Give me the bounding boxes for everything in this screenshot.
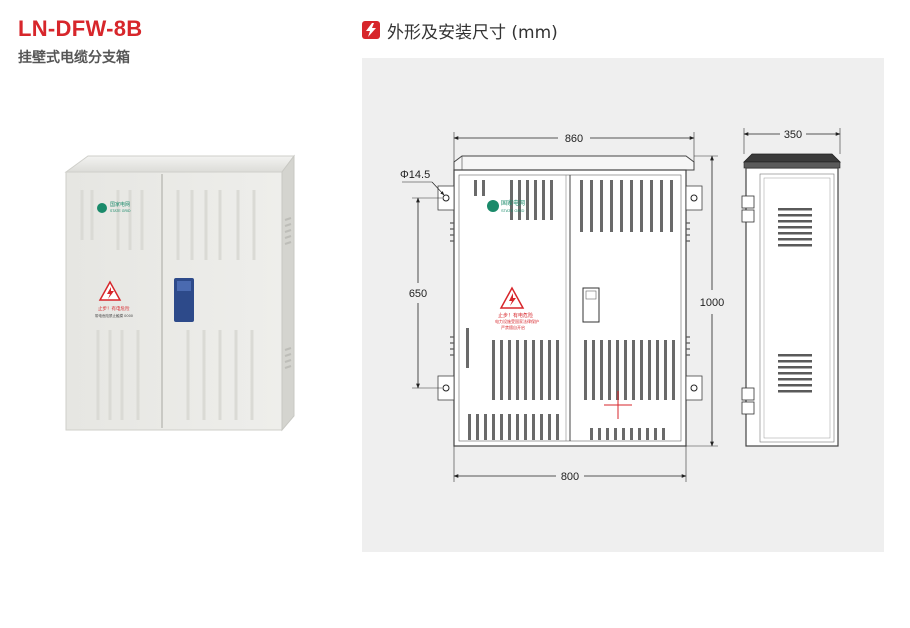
dim-depth: 350 [784, 129, 802, 141]
svg-text:国家电网: 国家电网 [110, 201, 130, 208]
front-logo-sub: STATE GRID [501, 208, 525, 213]
front-logo-text: 国家电网 [501, 199, 525, 207]
lightning-icon [362, 21, 380, 39]
model-title: LN-DFW-8B [18, 16, 143, 41]
drawing-section-title: 外形及安装尺寸 (mm) [387, 22, 558, 43]
warning-label: 止步！有电危险 [498, 312, 533, 319]
dim-top-width: 860 [565, 133, 583, 145]
warning-sub2: 严禁擅自开启 [501, 324, 525, 330]
svg-text:止步！有电危险: 止步！有电危险 [98, 305, 130, 312]
warning-sign-icon [499, 286, 525, 309]
dim-height: 1000 [700, 297, 724, 309]
dimension-drawing-panel: 国家电网 STATE GRID 止步！有电危险 电力设施受国家法律保护 严禁擅自… [362, 58, 884, 552]
dim-bottom-width: 800 [561, 471, 579, 483]
state-grid-logo-icon [487, 200, 499, 212]
state-grid-logo-icon [97, 203, 107, 213]
side-view: 350 [741, 128, 841, 447]
drawing-section-header: 外形及安装尺寸 (mm) [362, 18, 558, 43]
warning-sub1: 电力设施受国家法律保护 [495, 318, 539, 324]
front-view: 国家电网 STATE GRID 止步！有电危险 电力设施受国家法律保护 严禁擅自… [400, 132, 724, 483]
product-photo: 国家电网 STATE GRID 止步！有电危险 带电危险禁止触摸 0000 [58, 150, 308, 450]
dim-hole-spacing: 650 [409, 288, 427, 300]
dim-hole-diameter: Φ14.5 [400, 169, 430, 181]
svg-text:STATE GRID: STATE GRID [110, 209, 131, 213]
svg-text:带电危险禁止触摸 0000: 带电危险禁止触摸 0000 [95, 313, 133, 318]
product-name: 挂壁式电缆分支箱 [18, 50, 130, 66]
